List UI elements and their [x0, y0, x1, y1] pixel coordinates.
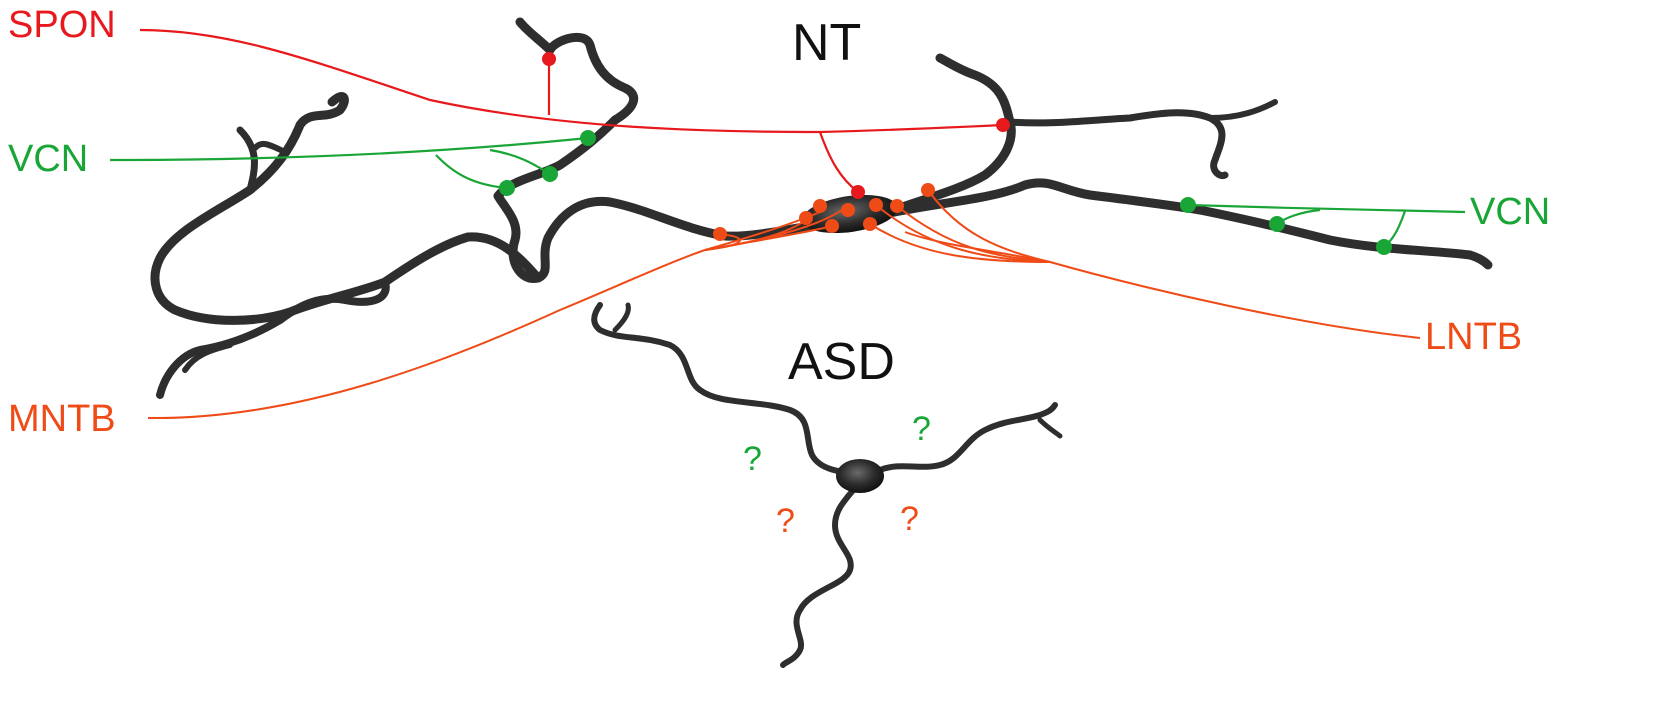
- label-vcn-left: VCN: [8, 138, 89, 180]
- label-spon: SPON: [8, 4, 116, 46]
- orange-synapses: [713, 183, 935, 241]
- title-asd: ASD: [788, 333, 895, 391]
- label-vcn-right: VCN: [1470, 191, 1551, 233]
- question-vcn-right: ?: [912, 410, 931, 448]
- mntb-synapse: [825, 219, 839, 233]
- spon-synapse: [996, 118, 1010, 132]
- spon-synapse: [851, 185, 865, 199]
- nt-neuron: [150, 17, 1493, 399]
- question-vcn-left: ?: [743, 440, 762, 478]
- vcn-synapse: [1269, 216, 1285, 232]
- spon-synapse: [542, 52, 556, 66]
- question-mntb: ?: [776, 502, 795, 540]
- nt-dendrite-upper-right-branch: [1006, 109, 1229, 180]
- nt-dendrite-right: [875, 178, 1493, 270]
- lntb-fiber: [896, 205, 1051, 263]
- nt-dendrite-left-branch: [236, 126, 258, 194]
- title-nt: NT: [792, 14, 862, 72]
- lntb-synapse: [841, 203, 855, 217]
- asd-dendrite-right: [877, 402, 1058, 473]
- vcn-synapse: [499, 180, 515, 196]
- lntb-fiber: [869, 223, 1051, 263]
- vcn-synapse: [1180, 197, 1196, 213]
- lntb-synapse: [890, 199, 904, 213]
- nt-dendrite-upper-right-tip: [1207, 99, 1278, 121]
- vcn-synapse: [1376, 239, 1392, 255]
- mntb-axon: [147, 249, 706, 420]
- lntb-projection: [869, 189, 1421, 339]
- lntb-synapse: [863, 217, 877, 231]
- vcn-right-synapses: [1180, 197, 1392, 255]
- mntb-synapse: [799, 211, 813, 225]
- vcn-synapse: [580, 130, 596, 146]
- spon-synapses: [542, 52, 1010, 199]
- vcn-left-axon: [109, 136, 589, 162]
- label-lntb: LNTB: [1425, 316, 1523, 358]
- asd-dendrite-up-tip: [612, 302, 631, 333]
- nt-dendrite-lower-left: [156, 278, 390, 399]
- asd-soma: [836, 459, 884, 493]
- mntb-synapse: [813, 199, 827, 213]
- nt-dendrite-lower-left-2: [182, 342, 233, 373]
- vcn-synapse: [542, 166, 558, 182]
- lntb-fiber: [927, 189, 1051, 263]
- lntb-axon: [904, 231, 1421, 339]
- nt-dendrite-upper-left: [493, 17, 885, 283]
- vcn-left-synapses: [499, 130, 596, 196]
- asd-dendrite-right-tip: [1037, 417, 1063, 439]
- lntb-synapse: [869, 198, 883, 212]
- mntb-synapse: [713, 227, 727, 241]
- nt-dendrite-left-loop: [150, 92, 543, 325]
- spon-axon: [139, 28, 1004, 134]
- question-lntb: ?: [900, 500, 919, 538]
- asd-dendrite-down: [780, 485, 858, 668]
- nt-dendrite-left-branch-2: [252, 140, 288, 155]
- label-mntb: MNTB: [8, 398, 116, 440]
- spon-branch-soma: [818, 131, 859, 193]
- vcn-left-branch-1: [435, 154, 508, 190]
- vcn-right-axon: [1187, 203, 1466, 214]
- asd-dendrite-up: [591, 302, 863, 477]
- asd-neuron: [591, 302, 1063, 668]
- lntb-synapse: [921, 183, 935, 197]
